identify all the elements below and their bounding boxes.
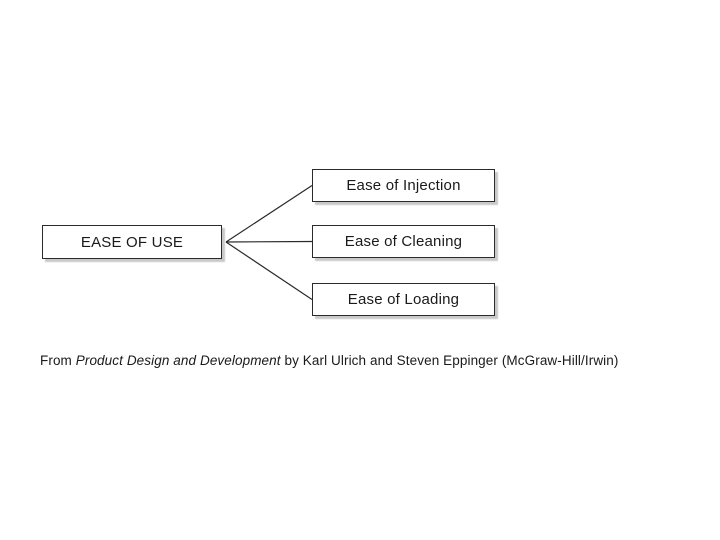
node-ease-of-use: EASE OF USE [42,225,222,259]
node-ease-of-cleaning-label: Ease of Cleaning [344,233,463,250]
connector-line-top [225,184,313,243]
node-ease-of-loading: Ease of Loading [312,283,495,316]
node-ease-of-use-label: EASE OF USE [80,233,184,251]
connector-line-middle [225,240,313,243]
node-ease-of-loading-label: Ease of Loading [347,291,460,308]
caption-prefix: From [40,353,76,368]
caption-book-title: Product Design and Development [75,353,281,368]
node-ease-of-cleaning: Ease of Cleaning [312,225,495,258]
caption-suffix: by Karl Ulrich and Steven Eppinger (McGr… [280,353,619,368]
attribution-caption: From Product Design and Development by K… [40,353,618,368]
node-ease-of-injection: Ease of Injection [312,169,495,202]
connector-line-bottom [225,241,313,300]
node-ease-of-injection-label: Ease of Injection [346,177,461,194]
